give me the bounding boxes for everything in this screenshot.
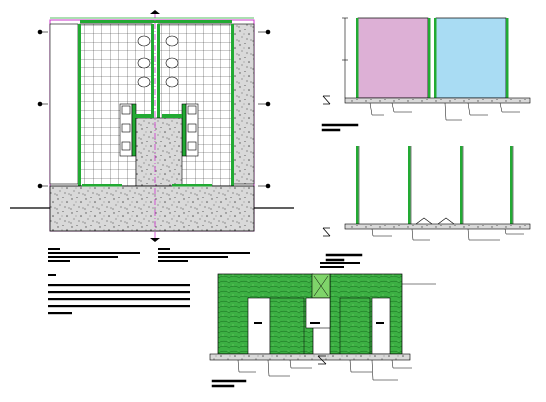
elevation-b-floor [344, 223, 531, 230]
elevation-b-leaders [325, 228, 524, 262]
plan-threshold-right [172, 184, 212, 187]
stall-divider-right [339, 297, 371, 355]
plan-partition-center-2 [157, 24, 160, 122]
section-arrow-icon [150, 10, 160, 242]
elevation-c-floor [209, 353, 411, 361]
plan-left-wall-zone [49, 23, 79, 185]
panel-pink [357, 17, 429, 99]
elevation-colored-panels [321, 17, 531, 132]
door-opening-3 [371, 297, 391, 355]
plan-view [10, 10, 294, 262]
plan-caption-left [48, 248, 140, 262]
stall-divider-left [269, 297, 305, 355]
plan-right-wall-zone [232, 23, 255, 185]
notes-block [48, 274, 190, 315]
plan-level-markers [37, 29, 271, 189]
plan-door-frame-right [162, 114, 182, 118]
plan-concrete-slab [49, 185, 255, 232]
plan-caption-right [158, 248, 250, 262]
panel-blue [435, 17, 507, 99]
elevation-c-leaders [211, 283, 436, 388]
north-arrow-icon [322, 95, 331, 105]
elevation-green-panels [209, 262, 436, 388]
plan-lavatories [119, 103, 199, 157]
plan-corridor [135, 117, 183, 187]
plan-top-wall [80, 20, 232, 23]
elevation-a-floor [344, 97, 531, 104]
plan-threshold-left [82, 184, 122, 187]
plan-fixtures [137, 35, 179, 88]
north-arrow-icon-b [322, 227, 331, 237]
north-arrow-icon-c [317, 355, 327, 365]
plan-partition-center [151, 24, 154, 122]
elevation-b-doors [415, 217, 455, 225]
plan-partition-left [78, 24, 81, 186]
elevation-a-leaders [321, 102, 520, 132]
plan-door-frame-left [134, 114, 154, 118]
plan-partition-right [231, 24, 234, 186]
elevation-open-frames [322, 146, 531, 262]
